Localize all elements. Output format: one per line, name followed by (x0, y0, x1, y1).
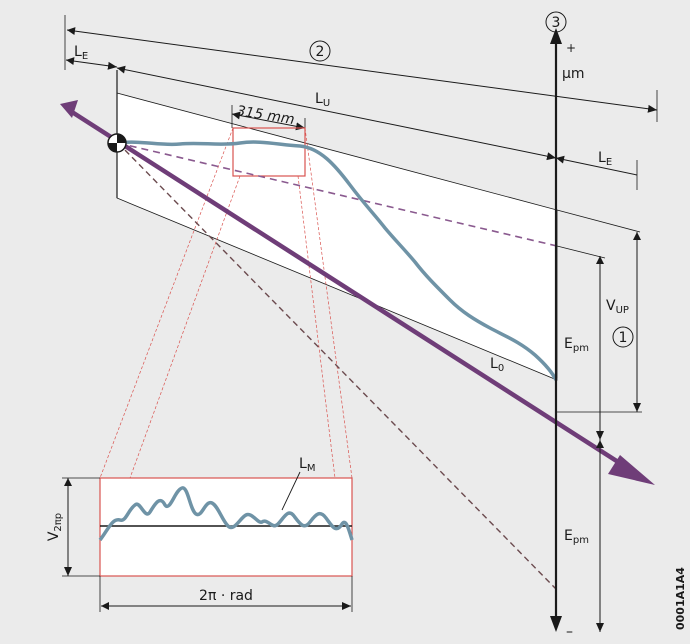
two-pi-rad-label: 2π · rad (199, 588, 253, 604)
v2pip-label: V2πp (46, 513, 64, 541)
vertical-axis-arrow-bottom (550, 616, 562, 632)
callout-1-label: 1 (619, 330, 628, 346)
plus-sign: + (566, 41, 576, 55)
zoom-line-red-2 (129, 175, 241, 479)
le-dimension-line (65, 57, 118, 70)
le-right-dimension-line (555, 155, 638, 176)
minus-sign: – (566, 624, 573, 640)
unit-um-label: µm (562, 66, 585, 82)
lm-label: LM (299, 456, 315, 474)
segment-315-dimension (231, 111, 306, 131)
reference-marker-fill-2 (108, 143, 117, 152)
epm-upper-label: Epm (564, 336, 589, 354)
le-top-label: LE (74, 44, 88, 62)
lu-dimension-line (116, 65, 557, 161)
reference-marker-fill-1 (117, 134, 126, 143)
magnified-panel (99, 477, 353, 577)
le-right-label: LE (598, 150, 612, 168)
epm-lower-label: Epm (564, 528, 589, 546)
magnified-trace (98, 486, 354, 542)
measurement-trace (117, 140, 558, 381)
figure-code: 0001A1A4 (674, 567, 687, 630)
brown-dashed-line (117, 142, 558, 591)
callout-circle-3 (545, 11, 567, 33)
selected-segment-box (232, 127, 306, 177)
lo-label: L0 (490, 356, 504, 374)
purple-axis-arrow (70, 110, 642, 478)
callout-2-label: 2 (316, 44, 325, 60)
callout-3-label: 3 (552, 15, 561, 31)
callout-circle-1 (612, 326, 634, 348)
callout-circle-2 (309, 40, 331, 62)
vertical-axis-arrow-top (550, 28, 562, 44)
lm-leader (281, 471, 301, 511)
zoom-line-red-4 (304, 127, 353, 479)
vup-label: VUP (606, 298, 629, 316)
purple-dashed-line (117, 142, 558, 247)
zoom-line-red-3 (297, 175, 336, 479)
purple-arrowhead-start (60, 100, 78, 118)
lu-label: LU (315, 91, 330, 109)
zoom-line-red-1 (99, 127, 234, 479)
purple-arrowhead-end (608, 455, 655, 485)
vup-ext-top (556, 209, 641, 233)
